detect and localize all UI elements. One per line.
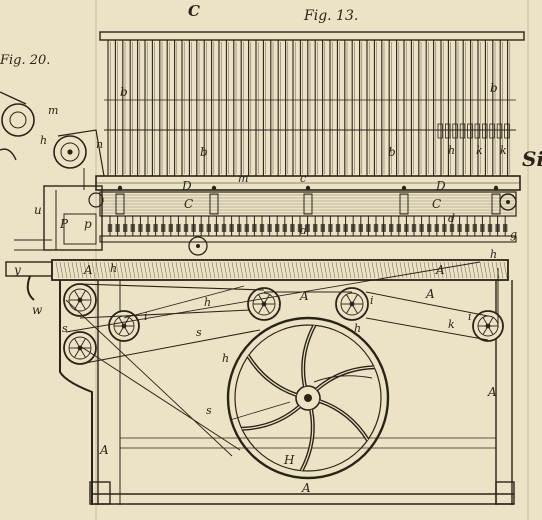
spindle-rail	[99, 235, 517, 243]
label-A-left: A	[99, 443, 109, 457]
figure-title: Fig. 13.	[303, 8, 358, 24]
label-C-left: C	[184, 197, 193, 211]
spindle-row	[107, 216, 508, 236]
label-h-base: h	[110, 262, 117, 275]
label-s-left: s	[62, 322, 68, 335]
label-g: g	[510, 228, 517, 241]
top-rail	[99, 31, 525, 41]
flywheel-H	[226, 316, 390, 480]
label-d-mid: d	[300, 224, 307, 237]
label-A-base-left: A	[83, 263, 93, 277]
label-m-beam: m	[238, 172, 248, 185]
label-b-mid: b	[200, 145, 208, 159]
label-i-right: i	[370, 294, 374, 307]
label-h-left: h	[40, 134, 47, 147]
label-n: n	[96, 138, 103, 151]
edge-text-fragment: Si	[522, 147, 542, 171]
label-u: u	[34, 203, 42, 217]
label-d-right: d	[448, 212, 455, 225]
label-i-left: i	[144, 310, 148, 323]
corner-letter: C	[188, 2, 200, 20]
label-h-belt: h	[204, 296, 211, 309]
fig20-fragment	[0, 91, 35, 161]
drive-belts	[65, 261, 499, 457]
base-beam-hatching	[55, 261, 508, 279]
label-A-base-right: A	[435, 263, 445, 277]
label-b-mid2: b	[388, 145, 396, 159]
label-w: w	[32, 303, 43, 317]
neighbor-figure-title: Fig. 20.	[0, 53, 50, 68]
label-m: m	[48, 104, 58, 117]
label-P: P	[59, 217, 69, 231]
label-c-beam: c	[300, 172, 306, 185]
label-H: H	[283, 453, 295, 467]
carriage-hatching	[102, 194, 514, 214]
left-mechanism	[5, 129, 517, 301]
label-A-bottom: A	[301, 481, 311, 495]
label-A-upper: A	[299, 289, 309, 303]
label-s-low: s	[206, 404, 212, 417]
label-A-right: A	[487, 385, 497, 399]
label-D-right: D	[435, 179, 446, 193]
label-A-triangle: A	[425, 287, 435, 301]
label-h-rack: h	[448, 144, 455, 157]
label-s-belt: s	[196, 326, 202, 339]
label-h-belt2: h	[354, 322, 361, 335]
label-b-right: b	[490, 81, 498, 95]
label-i-mid: i	[278, 300, 282, 313]
label-h-right: h	[490, 248, 497, 261]
label-i-far: i	[468, 310, 472, 323]
bobbin-rack	[107, 40, 510, 176]
label-C-right: C	[432, 197, 441, 211]
label-y: y	[13, 263, 21, 277]
label-p: p	[84, 217, 92, 231]
label-k-rack2: k	[500, 144, 507, 157]
label-k-belt: k	[448, 318, 455, 331]
label-b-left: b	[120, 85, 128, 99]
diagram-labels: C Fig. 13. Fig. 20. Si b b b b h k k h m…	[0, 2, 542, 495]
label-k-rack: k	[476, 144, 483, 157]
label-D-left: D	[181, 179, 192, 193]
label-h-wheel: h	[222, 352, 229, 365]
